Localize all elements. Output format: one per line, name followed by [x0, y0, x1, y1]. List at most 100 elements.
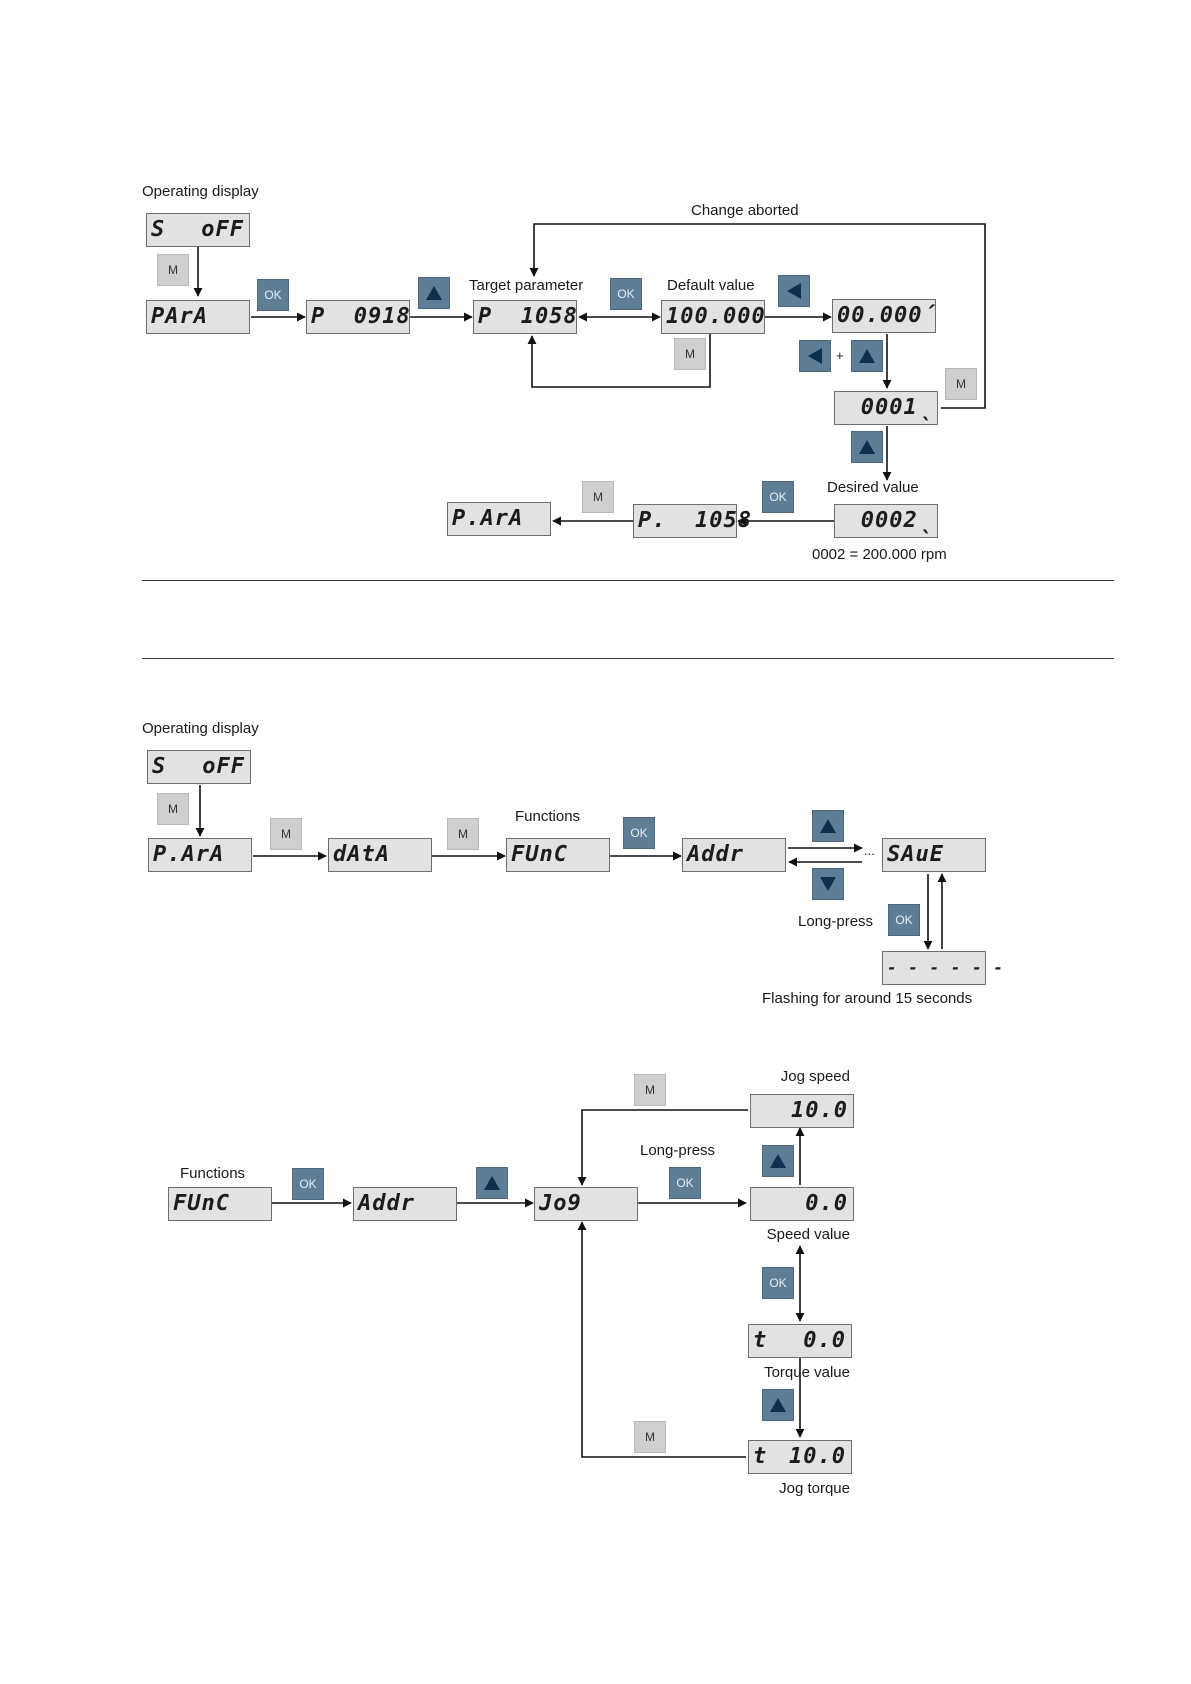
- display2-para-text: P.ArA: [153, 842, 225, 867]
- ellipsis: ...: [864, 843, 875, 858]
- up-key: [762, 1145, 794, 1177]
- divider-line: [142, 658, 1114, 659]
- display3-addr: Addr: [353, 1187, 457, 1221]
- display2-dashes-text: - - - - - -: [887, 958, 1004, 977]
- ok-key: OK: [762, 481, 794, 513]
- label-functions-2: Functions: [515, 808, 581, 825]
- label-flashing: Flashing for around 15 seconds: [762, 990, 973, 1007]
- display2-addr-text: Addr: [687, 842, 744, 867]
- display-00000: 00.000´: [832, 299, 936, 333]
- up-key: [851, 340, 883, 372]
- label-result-note: 0002 = 200.000 rpm: [812, 546, 947, 563]
- display-0002-text: 0002ˎ: [860, 508, 932, 533]
- plus-sign: +: [836, 348, 844, 363]
- up-key: [418, 277, 450, 309]
- m-key: M: [157, 793, 189, 825]
- ok-key: OK: [623, 817, 655, 849]
- ok-key: OK: [762, 1267, 794, 1299]
- display-p1058-text: P 1058: [478, 304, 578, 329]
- label-functions-3: Functions: [180, 1165, 246, 1182]
- display3-speed-value-text: 0.0: [805, 1191, 848, 1216]
- up-arrow-icon: [484, 1176, 500, 1190]
- up-key: [851, 431, 883, 463]
- display3-jog-speed-text: 10.0: [791, 1098, 848, 1123]
- display-0001: 0001ˎ: [834, 391, 938, 425]
- arrow-return-p1058: [527, 334, 711, 388]
- divider-line: [142, 580, 1114, 581]
- display-default-value-text: 100.000: [666, 304, 766, 329]
- display-s-off: S oFF: [146, 213, 250, 247]
- display-s-off-left: S: [151, 217, 166, 242]
- label-operating-display: Operating display: [142, 183, 259, 200]
- display-para-dot-text: P.ArA: [452, 506, 524, 531]
- display-p0918: P 0918: [306, 300, 410, 334]
- display2-data: dAtA: [328, 838, 432, 872]
- up-key: [762, 1389, 794, 1421]
- up-key: [476, 1167, 508, 1199]
- label-change-aborted: Change aborted: [691, 202, 799, 219]
- display2-addr: Addr: [682, 838, 786, 872]
- display2-para: P.ArA: [148, 838, 252, 872]
- ok-key: OK: [610, 278, 642, 310]
- up-arrow-icon: [426, 286, 442, 300]
- display-p1058: P 1058: [473, 300, 577, 334]
- display2-s-off-left: S: [152, 754, 167, 779]
- display3-torque-right: 0.0: [803, 1328, 846, 1353]
- display-p-dot-1058-text: P. 1058: [638, 508, 752, 533]
- display3-func: FUnC: [168, 1187, 272, 1221]
- label-desired-value: Desired value: [827, 479, 919, 496]
- display-p0918-text: P 0918: [311, 304, 411, 329]
- label-default-value: Default value: [667, 277, 755, 294]
- up-key: [812, 810, 844, 842]
- label-speed-value: Speed value: [766, 1226, 850, 1243]
- up-arrow-icon: [859, 440, 875, 454]
- display3-addr-text: Addr: [358, 1191, 415, 1216]
- display3-speed-value: 0.0: [750, 1187, 854, 1221]
- display2-save: SAuE: [882, 838, 986, 872]
- m-key: M: [945, 368, 977, 400]
- arrow-change-aborted: [529, 223, 986, 409]
- m-key: M: [447, 818, 479, 850]
- ok-key: OK: [669, 1167, 701, 1199]
- display2-func-text: FUnC: [511, 842, 568, 867]
- display3-jog-text: Jo9: [539, 1191, 582, 1216]
- label-jog-torque: Jog torque: [779, 1480, 850, 1497]
- ok-key: OK: [257, 279, 289, 311]
- display3-func-text: FUnC: [173, 1191, 230, 1216]
- arrow3-jogspeed-jog: [577, 1109, 748, 1186]
- arrow3-jogtorque-jog: [577, 1221, 746, 1458]
- m-key: M: [634, 1421, 666, 1453]
- m-key: M: [634, 1074, 666, 1106]
- display-00000-text: 00.000´: [837, 303, 937, 328]
- display-para: PArA: [146, 300, 250, 334]
- up-arrow-icon: [820, 819, 836, 833]
- ok-key: OK: [888, 904, 920, 936]
- left-key: [778, 275, 810, 307]
- display3-torque-value: t 0.0: [748, 1324, 852, 1358]
- up-arrow-icon: [859, 349, 875, 363]
- m-key: M: [582, 481, 614, 513]
- left-arrow-icon: [808, 348, 822, 364]
- display3-jog-speed: 10.0: [750, 1094, 854, 1128]
- m-key: M: [270, 818, 302, 850]
- display2-s-off-right: oFF: [202, 754, 245, 779]
- display3-jog-torque-left: t: [753, 1444, 768, 1469]
- display2-dashes: - - - - - -: [882, 951, 1003, 985]
- label-long-press-3: Long-press: [640, 1142, 716, 1159]
- label-jog-speed: Jog speed: [780, 1068, 850, 1085]
- left-key: [799, 340, 831, 372]
- label-torque-value: Torque value: [764, 1364, 850, 1381]
- display2-save-text: SAuE: [887, 842, 944, 867]
- display2-s-off: S oFF: [147, 750, 251, 784]
- m-key: M: [674, 338, 706, 370]
- display3-torque-left: t: [753, 1328, 768, 1353]
- display-0001-text: 0001ˎ: [860, 395, 932, 420]
- label-target-parameter: Target parameter: [469, 277, 584, 294]
- m-key: M: [157, 254, 189, 286]
- down-key: [812, 868, 844, 900]
- ok-key: OK: [292, 1168, 324, 1200]
- display3-jog: Jo9: [534, 1187, 638, 1221]
- down-arrow-icon: [820, 877, 836, 891]
- display-p-dot-1058: P. 1058: [633, 504, 751, 538]
